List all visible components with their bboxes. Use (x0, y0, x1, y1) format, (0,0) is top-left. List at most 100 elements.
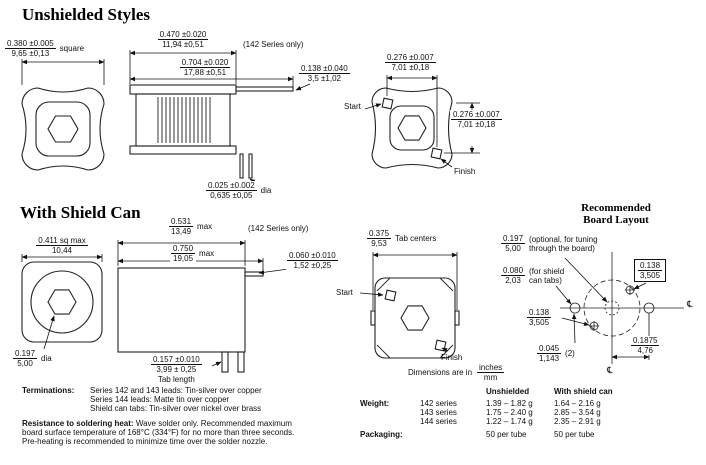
dim-pair: 0.1875 4,76 (630, 336, 661, 355)
board-title-line2: Board Layout (583, 214, 649, 226)
shield-tab (454, 310, 460, 326)
dimension-lines (21, 50, 650, 367)
dim-note-line1: (optional, for tuning (529, 234, 598, 244)
lead-pin (239, 153, 244, 179)
dim-pair: 0.197 5,00 (12, 349, 39, 368)
pin-hole (625, 285, 635, 295)
dim-tab-slot: 0.045 1,143 (2) (536, 344, 575, 363)
terminations-line: Shield can tabs: Tin-silver over nickel … (90, 404, 262, 413)
resistance-line2: board surface temperature of 168°C (334°… (22, 428, 295, 437)
unshielded-side-view (129, 84, 294, 179)
dim-standoff: 0.060 ±0.010 1,52 ±0,25 (286, 251, 339, 270)
units-mm: mm (483, 373, 498, 382)
unshielded-top-view (21, 87, 105, 171)
mm-value: 17,88 ±0,51 (183, 68, 227, 77)
dim-tab-centers: 0.375 9,53 Tab centers (366, 229, 436, 248)
dim-top-width: 0.470 ±0.020 11,94 ±0,51 (130, 30, 236, 49)
shield-tab (237, 351, 245, 373)
weight-col-shielded: With shield can (554, 387, 613, 396)
weight-row-series: 143 series (420, 408, 457, 417)
inch-value: 0.750 (171, 244, 196, 254)
tuning-hole (604, 300, 620, 316)
dim-lead-dia: 0.025 ±0.002 0,635 ±0,05 dia (205, 181, 271, 200)
packaging-label: Packaging: (360, 430, 403, 439)
dim-pin-offset-y: 0.138 3,505 (526, 308, 553, 327)
dim-shield-body-square: 0.411 sq max 10,44 (10, 236, 114, 255)
centerline-symbol: ℄ (687, 299, 693, 309)
packaging-unshielded: 50 per tube (486, 430, 527, 439)
terminations-line: Series 144 leads: Matte tin over copper (90, 395, 230, 404)
dim-pair: 0.375 9,53 (366, 229, 393, 248)
dim-pair: 0.045 1,143 (536, 344, 563, 363)
dim-note: (optional, for tuning through the board) (529, 234, 598, 253)
inch-value: 0.138 (527, 308, 552, 318)
inch-value: 0.375 (367, 229, 392, 239)
shield-top-view (21, 261, 103, 343)
mm-value: 7,01 ±0,18 (391, 63, 430, 72)
dim-suffix: Tab centers (395, 234, 437, 243)
mm-value: 3,505 (640, 271, 661, 280)
mm-value: 10,44 (51, 246, 73, 255)
dim-pair: 0.080 2,03 (500, 266, 527, 285)
inch-value: 0.704 ±0.020 (179, 58, 231, 68)
dim-note-line1: (for shield (529, 266, 565, 276)
dim-pair: 0.138 3,505 (526, 308, 553, 327)
dim-tab-length: 0.157 ±0.010 3,99 ± 0,25 Tab length (150, 355, 203, 384)
section-title-shielded: With Shield Can (20, 203, 141, 222)
start-label: Start (336, 288, 353, 297)
tuning-slug-hex (47, 289, 77, 315)
resistance-line3: Pre-heating is recommended to minimize t… (22, 437, 268, 446)
inch-value: 0.025 ±0.002 (206, 181, 257, 191)
inch-value: 0.1875 (631, 336, 660, 346)
lead-pin (248, 153, 253, 179)
terminations-label: Terminations: (22, 386, 75, 395)
corner-marks (376, 277, 454, 359)
inch-value: 0.531 (169, 217, 194, 227)
dim-pin-offset-x: 0.138 3,505 (634, 259, 667, 282)
packaging-shielded: 50 per tube (554, 430, 595, 439)
mm-value: 3,99 ± 0,25 (156, 365, 197, 374)
weight-row-series: 142 series (420, 399, 457, 408)
dim-suffix: max (197, 222, 213, 231)
dim-pair: 0.380 ±0.005 9,65 ±0,13 (4, 39, 57, 58)
mm-value: 7,01 ±0,18 (457, 120, 496, 129)
dim-pair: 0.704 ±0.020 17,88 ±0,51 (178, 58, 232, 77)
weight-row-series: 144 series (420, 417, 457, 426)
mm-value: 5,00 (505, 244, 521, 253)
mm-value: 9,65 ±0,13 (11, 49, 50, 58)
dimensions-note-text: Dimensions are in (408, 368, 473, 377)
shield-tab (370, 310, 376, 326)
coil-winding (157, 97, 211, 143)
dim-can-height: 0.750 19,05 max (170, 244, 215, 263)
weight-col-unshielded: Unshielded (486, 387, 530, 396)
can-outline-hole-pattern (583, 279, 641, 337)
dim-overall-width: 0.704 ±0.020 17,88 ±0,51 (152, 58, 258, 77)
dim-suffix: dia (41, 354, 52, 363)
dim-pair: 0.276 ±0.007 7,01 ±0,18 (450, 110, 503, 129)
shield-tab (221, 351, 229, 373)
mm-value: 1,143 (539, 354, 560, 363)
dim-pair: 0.138 3,505 (634, 259, 667, 282)
terminations-line: Series 142 and 143 leads: Tin-silver ove… (90, 386, 262, 395)
inch-value: 0.276 ±0.007 (451, 110, 502, 120)
dim-pair: 0.138 ±0.040 3,5 ±1,02 (298, 64, 351, 83)
note-142-series: (142 Series only) (248, 224, 309, 233)
inch-value: 0.276 ±0.007 (385, 53, 436, 63)
weight-row-shielded: 1.64 – 2.16 g (554, 399, 601, 408)
mm-value: 13,49 (171, 227, 192, 236)
inch-value: 0.470 ±0.020 (157, 30, 209, 40)
mm-value: 2,03 (505, 276, 521, 285)
shield-bottom-view (370, 277, 460, 359)
finish-pin (430, 147, 443, 160)
weight-row-unshielded: 1.75 – 2.40 g (486, 408, 533, 417)
weight-row-unshielded: 1.22 – 1.74 g (486, 417, 533, 426)
dim-pair: 0.025 ±0.002 0,635 ±0,05 (205, 181, 258, 200)
centerline-symbol: ℄ (607, 365, 613, 375)
section-title-unshielded: Unshielded Styles (22, 5, 150, 24)
mm-value: 3,5 ±1,02 (307, 74, 341, 83)
dim-pair: 0.197 5,00 (500, 234, 527, 253)
board-layout-drawing (560, 252, 684, 364)
mm-value: 3,505 (529, 318, 550, 327)
